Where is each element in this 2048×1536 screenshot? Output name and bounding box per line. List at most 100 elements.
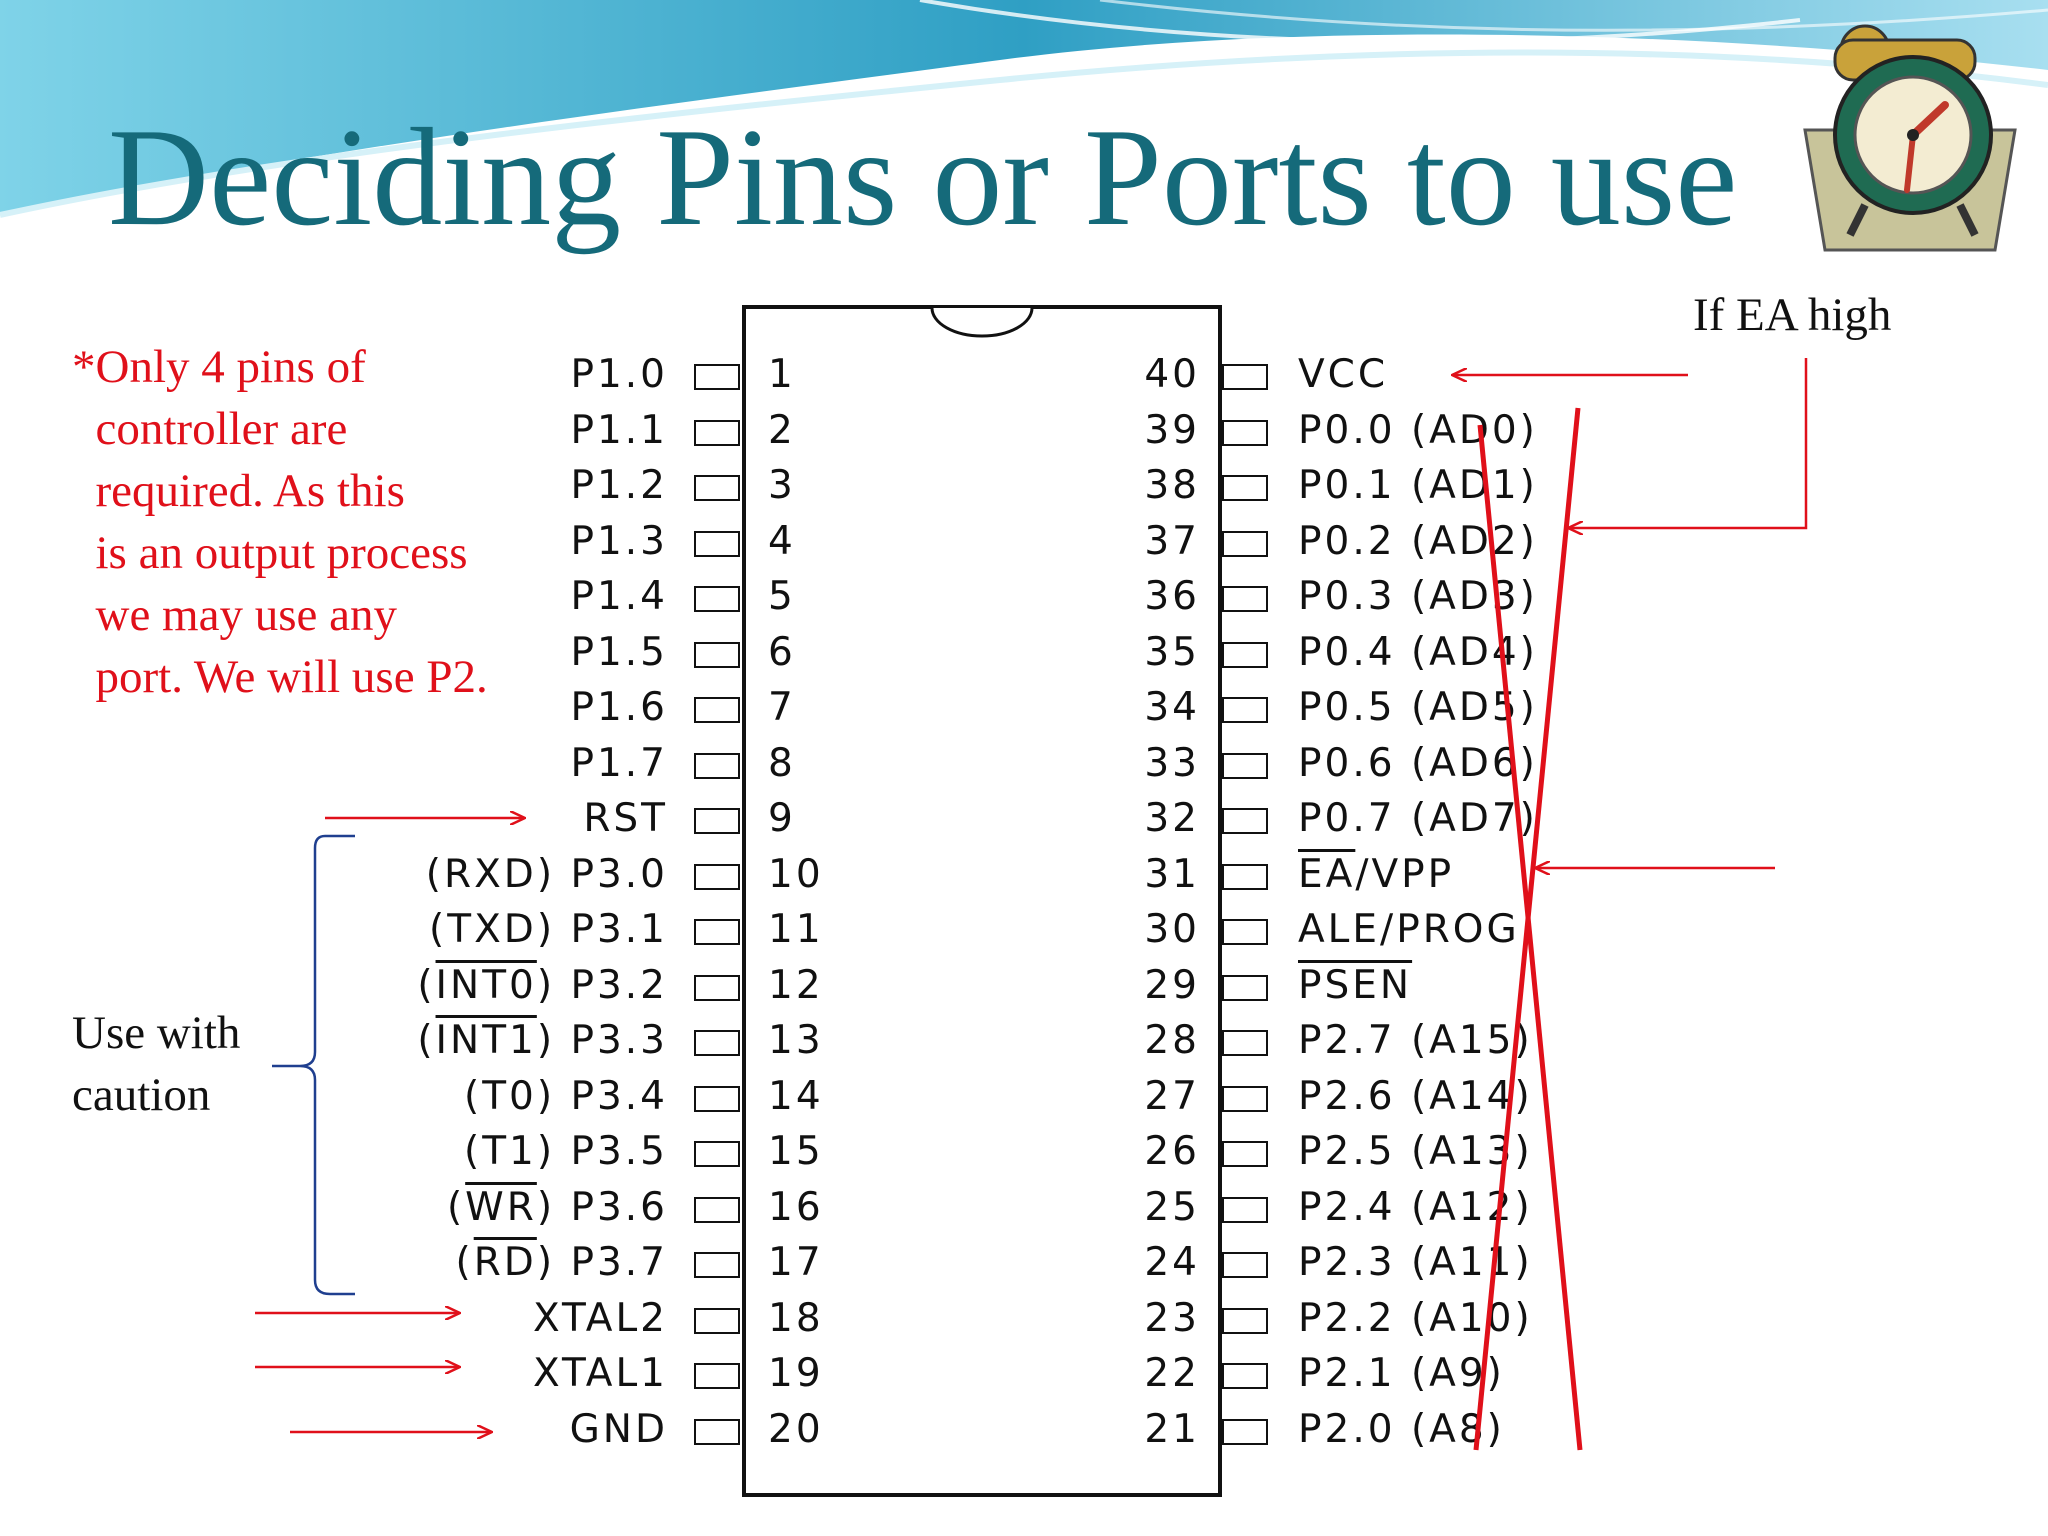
- pin-number: 9: [768, 796, 796, 841]
- pin-number: 10: [768, 851, 824, 897]
- caution-line: Use with: [72, 1007, 241, 1059]
- label-text: P0.0 (AD0): [1298, 407, 1538, 453]
- pin-leg: [694, 808, 740, 834]
- note-line: required. As this: [72, 465, 405, 517]
- pin-number: 20: [768, 1406, 824, 1452]
- pin-number: 29: [1144, 962, 1200, 1008]
- pin-label-right: P0.2 (AD2): [1298, 522, 1538, 561]
- pin-leg: [694, 1196, 740, 1223]
- label-text: P2.2 (A10): [1298, 1295, 1533, 1341]
- pin-number: 25: [1144, 1184, 1200, 1230]
- pin-leg: [1222, 1196, 1268, 1223]
- pin-leg: [1222, 1363, 1268, 1389]
- pin-leg: [694, 697, 740, 723]
- pin-label-left: XTAL1: [533, 1354, 668, 1393]
- pin-label-left: RST: [583, 799, 668, 838]
- pin-label-left: P1.0: [570, 355, 668, 394]
- caution-brace: [272, 834, 355, 1296]
- pin-label-left: P1.5: [570, 633, 668, 672]
- pin-leg: [694, 1363, 740, 1389]
- label-text: RST: [583, 796, 668, 841]
- pin-number: 3: [768, 463, 796, 508]
- pin-label-right: P0.1 (AD1): [1298, 466, 1538, 505]
- pin-number: 36: [1144, 574, 1200, 619]
- pin-label-left: P1.2: [570, 466, 668, 505]
- pin-leg: [694, 752, 740, 779]
- pin-label-left: P1.1: [570, 411, 668, 450]
- active-low-signal: RD: [473, 1240, 537, 1285]
- pin-leg: [1222, 863, 1268, 890]
- pin-number: 7: [768, 685, 796, 730]
- label-text: P2.4 (A12): [1298, 1184, 1533, 1230]
- label-text: P2.7 (A15): [1298, 1018, 1533, 1063]
- pin-leg: [694, 586, 740, 612]
- label-text: P1.2: [570, 463, 668, 508]
- pin-leg: [1222, 752, 1268, 779]
- pin-number: 19: [768, 1351, 824, 1396]
- pin-leg: [1222, 475, 1268, 501]
- pin-leg: [1222, 808, 1268, 834]
- pin-leg: [1222, 586, 1268, 612]
- pin-number: 18: [768, 1295, 824, 1341]
- pin-label-right: P2.6 (A14): [1298, 1077, 1533, 1116]
- pin-label-left: P1.3: [570, 522, 668, 561]
- active-low-signal: EA: [1298, 851, 1356, 897]
- pin-leg: [694, 419, 740, 446]
- pin-leg: [1222, 1030, 1268, 1056]
- label-text: P0.2 (AD2): [1298, 518, 1538, 564]
- pin-label-left: P1.7: [570, 744, 668, 783]
- pin-label-left: (INT1) P3.3: [417, 1021, 668, 1060]
- pin-label-left: (TXD) P3.1: [429, 910, 668, 949]
- pin-label-right: P0.3 (AD3): [1298, 577, 1538, 616]
- pin-leg: [694, 641, 740, 668]
- pin-label-left: (RD) P3.7: [455, 1243, 668, 1282]
- label-text: P0.3 (AD3): [1298, 574, 1538, 619]
- pin-number: 30: [1144, 907, 1200, 952]
- pin-number: 12: [768, 962, 824, 1008]
- pin-leg: [1222, 1141, 1268, 1167]
- label-text: (TXD) P3.1: [429, 907, 668, 952]
- pin-leg: [694, 364, 740, 390]
- pin-leg: [694, 1252, 740, 1278]
- pin-number: 16: [768, 1184, 824, 1230]
- pin-number: 38: [1144, 463, 1200, 508]
- pin-number: 39: [1144, 407, 1200, 453]
- label-text: XTAL2: [532, 1295, 668, 1341]
- pin-leg: [1222, 641, 1268, 668]
- pin-label-left: (WR) P3.6: [447, 1188, 668, 1227]
- pin-leg: [1222, 364, 1268, 390]
- pin-number: 8: [768, 740, 796, 786]
- pin-number: 32: [1144, 796, 1200, 841]
- label-text: (: [455, 1240, 474, 1285]
- label-text: P1.4: [570, 574, 668, 619]
- pin-leg: [694, 1141, 740, 1167]
- label-text: XTAL1: [532, 1351, 668, 1396]
- pin-number: 33: [1144, 740, 1200, 786]
- pin-number: 21: [1144, 1406, 1200, 1452]
- label-text: (T0) P3.4: [463, 1073, 668, 1119]
- pin-number: 15: [768, 1129, 824, 1174]
- label-text: P1.3: [570, 518, 668, 564]
- pin-number: 35: [1144, 629, 1200, 675]
- label-text: (T1) P3.5: [463, 1129, 668, 1174]
- pin-leg: [1222, 919, 1268, 945]
- pin-number: 27: [1144, 1073, 1200, 1119]
- pin-label-left: (INT0) P3.2: [417, 966, 668, 1005]
- pin-label-left: (T0) P3.4: [464, 1077, 668, 1116]
- pin-leg: [694, 1085, 740, 1112]
- pin-number: 24: [1144, 1240, 1200, 1285]
- pin-number: 6: [768, 629, 796, 675]
- active-low-signal: PSEN: [1298, 962, 1413, 1008]
- caution-label: Use with caution: [72, 1002, 240, 1126]
- pin-leg: [694, 1307, 740, 1334]
- pin-leg: [1222, 1252, 1268, 1278]
- label-text: P0.7 (AD7): [1298, 796, 1538, 841]
- label-text: P1.5: [570, 629, 668, 675]
- pin-number: 22: [1144, 1351, 1200, 1396]
- label-text: (: [417, 1018, 436, 1063]
- pin-number: 14: [768, 1073, 824, 1119]
- pin-label-right: P2.0 (A8): [1298, 1410, 1505, 1449]
- pin-number: 1: [768, 352, 796, 397]
- label-text: ALE/PROG: [1298, 907, 1520, 952]
- pin-label-right: P0.0 (AD0): [1298, 411, 1538, 450]
